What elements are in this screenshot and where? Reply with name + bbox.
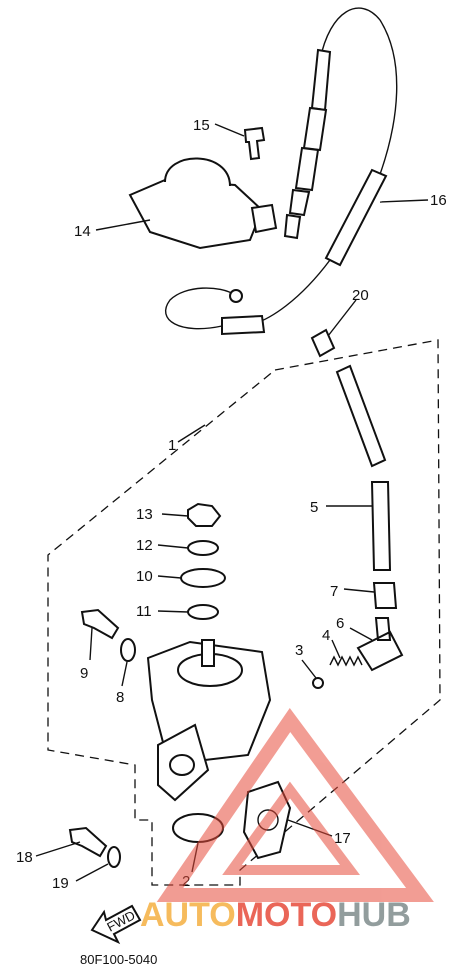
forward-arrow-icon: FWD (90, 904, 142, 945)
watermark-hub: HUB (337, 896, 411, 934)
watermark-triangle (156, 707, 434, 902)
washer-11 (187, 604, 219, 620)
part-label-5: 5 (310, 499, 318, 516)
watermark-auto: AUTO (140, 896, 236, 934)
washer-12 (187, 540, 219, 556)
nut-13 (187, 502, 222, 527)
fitting-6 (356, 617, 404, 672)
part-label-19: 19 (52, 875, 69, 892)
figure-code: 80F100-5040 (80, 952, 157, 967)
washer-8 (120, 638, 136, 662)
part-label-9: 9 (80, 665, 88, 682)
watermark-logo (156, 707, 434, 902)
part-label-18: 18 (16, 849, 33, 866)
part-label-14: 14 (74, 223, 91, 240)
pipe-5-upper (335, 364, 387, 468)
bolt-9 (80, 608, 120, 640)
part-label-4: 4 (322, 627, 330, 644)
part-label-10: 10 (136, 568, 153, 585)
bolt-15 (243, 126, 266, 161)
part-label-7: 7 (330, 583, 338, 600)
assembly-boundary (47, 339, 441, 886)
part-label-11: 11 (136, 603, 152, 620)
part-label-12: 12 (136, 537, 153, 554)
part-label-16: 16 (430, 192, 447, 209)
spring-4 (329, 655, 363, 667)
part-label-20: 20 (352, 287, 369, 304)
speedometer-cable (164, 7, 398, 336)
pipe-5-lower (370, 481, 392, 571)
ball-3 (312, 677, 324, 689)
part-label-13: 13 (136, 506, 153, 523)
part-label-8: 8 (116, 689, 124, 706)
watermark-wordmark: AUTOMOTOHUB (140, 896, 411, 934)
housing-cap-14 (128, 157, 278, 250)
pump-body (146, 639, 272, 802)
svg-text:AUTOMOTOHUB: AUTOMOTOHUB (140, 896, 411, 934)
part-label-6: 6 (336, 615, 344, 632)
washer-19 (107, 846, 121, 868)
hose-20 (310, 328, 336, 358)
plate-10 (180, 568, 226, 588)
watermark-moto: MOTO (236, 896, 337, 934)
bolt-18 (68, 826, 108, 858)
clamp-7 (372, 582, 398, 609)
part-label-15: 15 (193, 117, 210, 134)
part-label-3: 3 (295, 642, 303, 659)
part-label-1: 1 (168, 437, 176, 454)
part-label-17: 17 (334, 830, 351, 847)
